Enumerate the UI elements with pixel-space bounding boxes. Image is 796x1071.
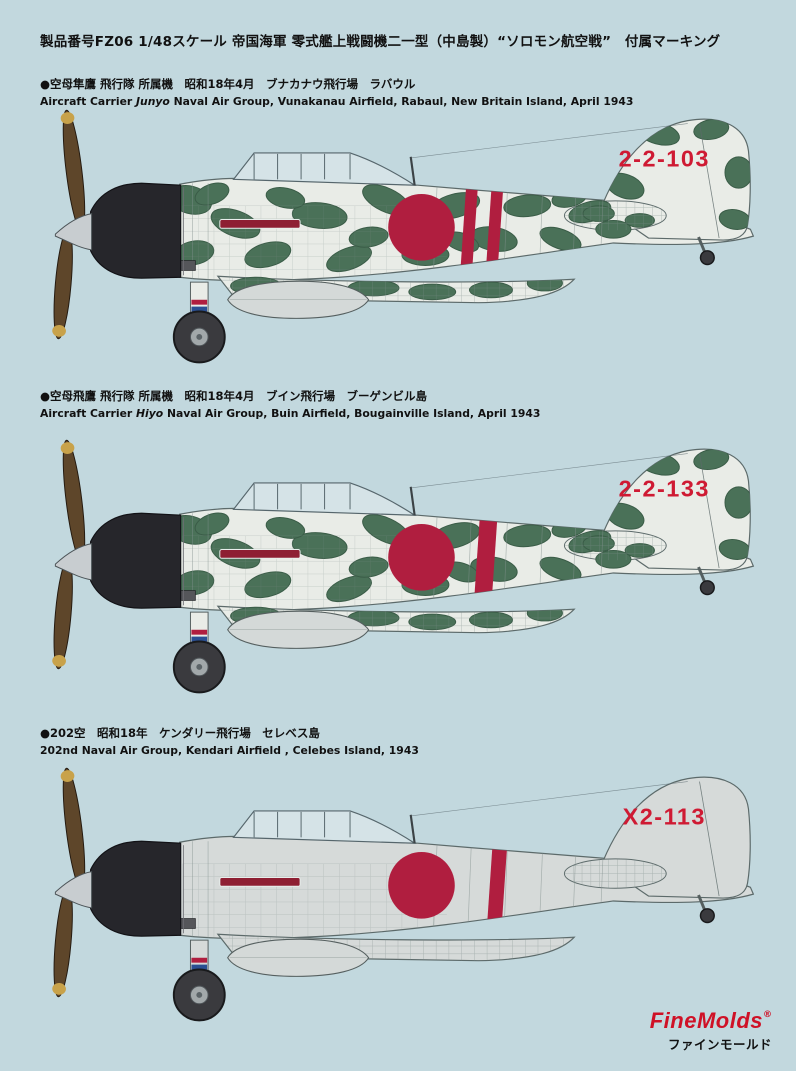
rudder-hinge-line xyxy=(699,123,720,239)
section-heading-jp: ●202空 昭和18年 ケンダリー飛行場 セレベス島 xyxy=(40,726,320,740)
fuselage-stripe xyxy=(219,548,301,559)
hinomaru-roundel xyxy=(388,852,455,919)
canopy xyxy=(232,810,417,844)
engine-cowling xyxy=(90,512,182,609)
rudder-hinge-line xyxy=(699,781,720,897)
carrier-name-italic: Hiyo xyxy=(135,407,164,420)
section-heading-jp: ●空母隼鷹 飛行隊 所属機 昭和18年4月 ブナカナウ飛行場 ラバウル xyxy=(40,77,416,91)
aircraft-marking-section-heading: ●空母飛鷹 飛行隊 所属機 昭和18年4月 ブイン飛行場 ブーゲンビル島 Airc… xyxy=(40,388,740,420)
aircraft-profile: 2-2-133 xyxy=(52,439,755,694)
propeller-spinner xyxy=(54,213,93,251)
tail-wheel xyxy=(699,580,715,596)
antenna-mast xyxy=(409,486,416,516)
brand-footer: FineMolds® ファインモールド xyxy=(650,1010,772,1053)
tail-code: X2-113 xyxy=(623,804,706,830)
propeller-blade xyxy=(52,558,73,670)
heading-en-text: Aircraft Carrier xyxy=(40,95,136,108)
fuselage-stripe xyxy=(219,218,301,229)
heading-en-text: 202nd Naval Air Group, Kendari Airfield … xyxy=(40,744,419,757)
fuselage-stripe xyxy=(219,876,301,887)
landing-gear xyxy=(172,611,226,694)
propeller-blade xyxy=(52,886,73,998)
engine-cowling xyxy=(90,182,182,279)
aircraft-marking-section-heading: ●202空 昭和18年 ケンダリー飛行場 セレベス島 202nd Naval Ai… xyxy=(40,725,740,757)
rudder-hinge-line xyxy=(699,453,720,569)
tail-wheel xyxy=(699,908,715,924)
propeller-spinner xyxy=(54,871,93,909)
heading-en-text: Naval Air Group, Buin Airfield, Bougainv… xyxy=(163,407,541,420)
aircraft-profile: X2-113 xyxy=(52,767,755,1022)
heading-en-text: Aircraft Carrier xyxy=(40,407,136,420)
section-heading-jp: ●空母飛鷹 飛行隊 所属機 昭和18年4月 ブイン飛行場 ブーゲンビル島 xyxy=(40,389,428,403)
fuselage-band xyxy=(485,180,504,281)
aircraft-profile: 2-2-103 xyxy=(52,109,755,364)
antenna-wire xyxy=(411,453,688,489)
canopy xyxy=(232,482,417,516)
antenna-mast xyxy=(409,156,416,186)
antenna-wire xyxy=(411,123,688,159)
fuselage-band xyxy=(486,838,508,939)
canopy xyxy=(232,152,417,186)
tail-code: 2-2-103 xyxy=(619,146,710,172)
antenna-wire xyxy=(411,781,688,817)
page-title: 製品番号FZ06 1/48スケール 帝国海軍 零式艦上戦闘機二一型（中島製）“ソ… xyxy=(40,34,721,50)
fuselage-band xyxy=(459,180,479,281)
propeller-blade xyxy=(60,109,86,232)
landing-gear xyxy=(172,939,226,1022)
heading-en-text: Naval Air Group, Vunakanau Airfield, Rab… xyxy=(169,95,634,108)
fuselage-band xyxy=(473,510,498,611)
section-heading-en: 202nd Naval Air Group, Kendari Airfield … xyxy=(40,744,740,757)
finemolds-logo-jp: ファインモールド xyxy=(667,1037,772,1052)
landing-gear xyxy=(172,281,226,364)
hinomaru-roundel xyxy=(388,524,455,591)
finemolds-logo: FineMolds® xyxy=(649,1008,772,1033)
engine-cowling xyxy=(90,840,182,937)
propeller-blade xyxy=(60,439,86,562)
hinomaru-roundel xyxy=(388,194,455,261)
tail-code: 2-2-133 xyxy=(619,476,710,502)
antenna-mast xyxy=(409,814,416,844)
carrier-name-italic: Junyo xyxy=(135,95,170,108)
aircraft-marking-section-heading: ●空母隼鷹 飛行隊 所属機 昭和18年4月 ブナカナウ飛行場 ラバウル Aircr… xyxy=(40,76,740,108)
propeller-blade xyxy=(52,228,73,340)
section-heading-en: Aircraft Carrier Hiyo Naval Air Group, B… xyxy=(40,407,740,420)
section-heading-en: Aircraft Carrier Junyo Naval Air Group, … xyxy=(40,95,740,108)
propeller-blade xyxy=(60,767,86,890)
propeller-spinner xyxy=(54,543,93,581)
tail-wheel xyxy=(699,250,715,266)
